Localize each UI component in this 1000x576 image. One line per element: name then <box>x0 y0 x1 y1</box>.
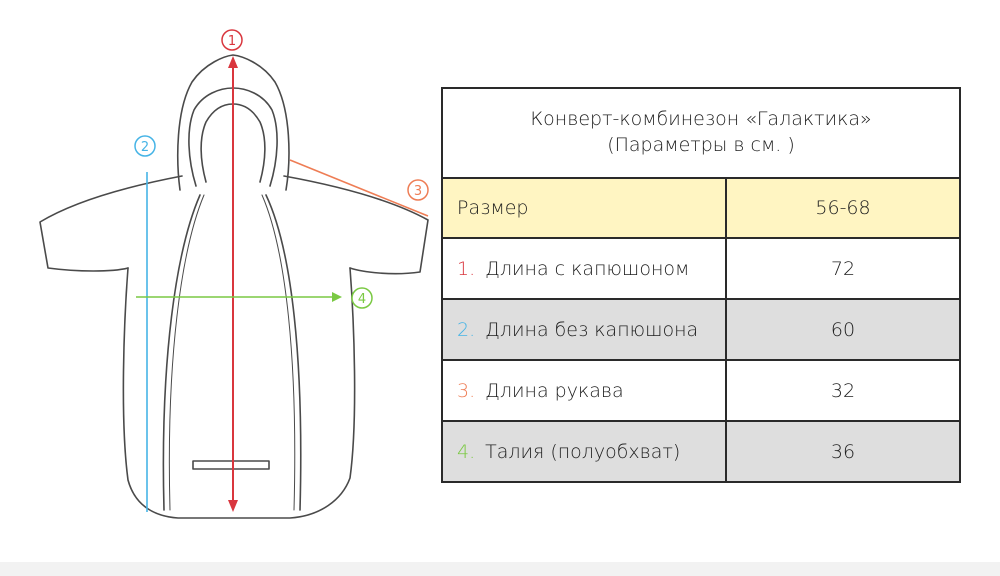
row-number: 2. <box>457 318 476 341</box>
right-sleeve <box>283 175 429 275</box>
table-row: 4. Талия (полуобхват) 36 <box>441 420 961 483</box>
header-value: 56-68 <box>725 177 961 239</box>
table-header-row: Размер 56-68 <box>441 177 961 239</box>
bottom-strip <box>0 562 1000 576</box>
row-label: Длина без капюшона <box>485 318 699 341</box>
size-table: Конверт-комбинезон «Галактика» (Параметр… <box>441 87 961 483</box>
table-row: 3. Длина рукава 32 <box>441 359 961 422</box>
row-value: 60 <box>725 298 961 361</box>
marker-1: 1 <box>221 29 243 51</box>
row-label: Длина рукава <box>485 379 624 402</box>
body-outline <box>122 267 356 519</box>
svg-text:4: 4 <box>358 292 366 307</box>
header-param: Размер <box>441 177 727 239</box>
row-label: Длина с капюшоном <box>485 257 690 280</box>
garment-diagram: 1 2 3 4 <box>39 29 429 519</box>
measure-line-4 <box>136 292 342 302</box>
marker-3: 3 <box>407 179 429 201</box>
right-zip <box>265 194 302 511</box>
row-value: 36 <box>725 420 961 483</box>
svg-text:1: 1 <box>228 34 236 49</box>
measure-line-1 <box>228 56 238 512</box>
table-row: 2. Длина без капюшона 60 <box>441 298 961 361</box>
svg-text:3: 3 <box>414 184 422 199</box>
table-title: Конверт-комбинезон «Галактика» (Параметр… <box>441 87 961 179</box>
marker-4: 4 <box>351 287 373 309</box>
row-label: Талия (полуобхват) <box>485 440 681 463</box>
hood-outline <box>177 54 290 191</box>
row-number: 1. <box>457 257 476 280</box>
row-value: 72 <box>725 237 961 300</box>
row-number: 4. <box>457 440 476 463</box>
table-title-row: Конверт-комбинезон «Галактика» (Параметр… <box>441 87 961 179</box>
marker-2: 2 <box>134 135 156 157</box>
left-zip <box>162 194 201 511</box>
left-sleeve <box>39 175 183 272</box>
measure-line-3 <box>289 159 429 217</box>
table-row: 1. Длина с капюшоном 72 <box>441 237 961 300</box>
row-number: 3. <box>457 379 476 402</box>
table-title-line-2: (Параметры в см. ) <box>607 134 795 156</box>
table-title-line-1: Конверт-комбинезон «Галактика» <box>530 108 872 131</box>
svg-text:2: 2 <box>141 140 149 155</box>
pocket <box>192 460 270 470</box>
row-value: 32 <box>725 359 961 422</box>
